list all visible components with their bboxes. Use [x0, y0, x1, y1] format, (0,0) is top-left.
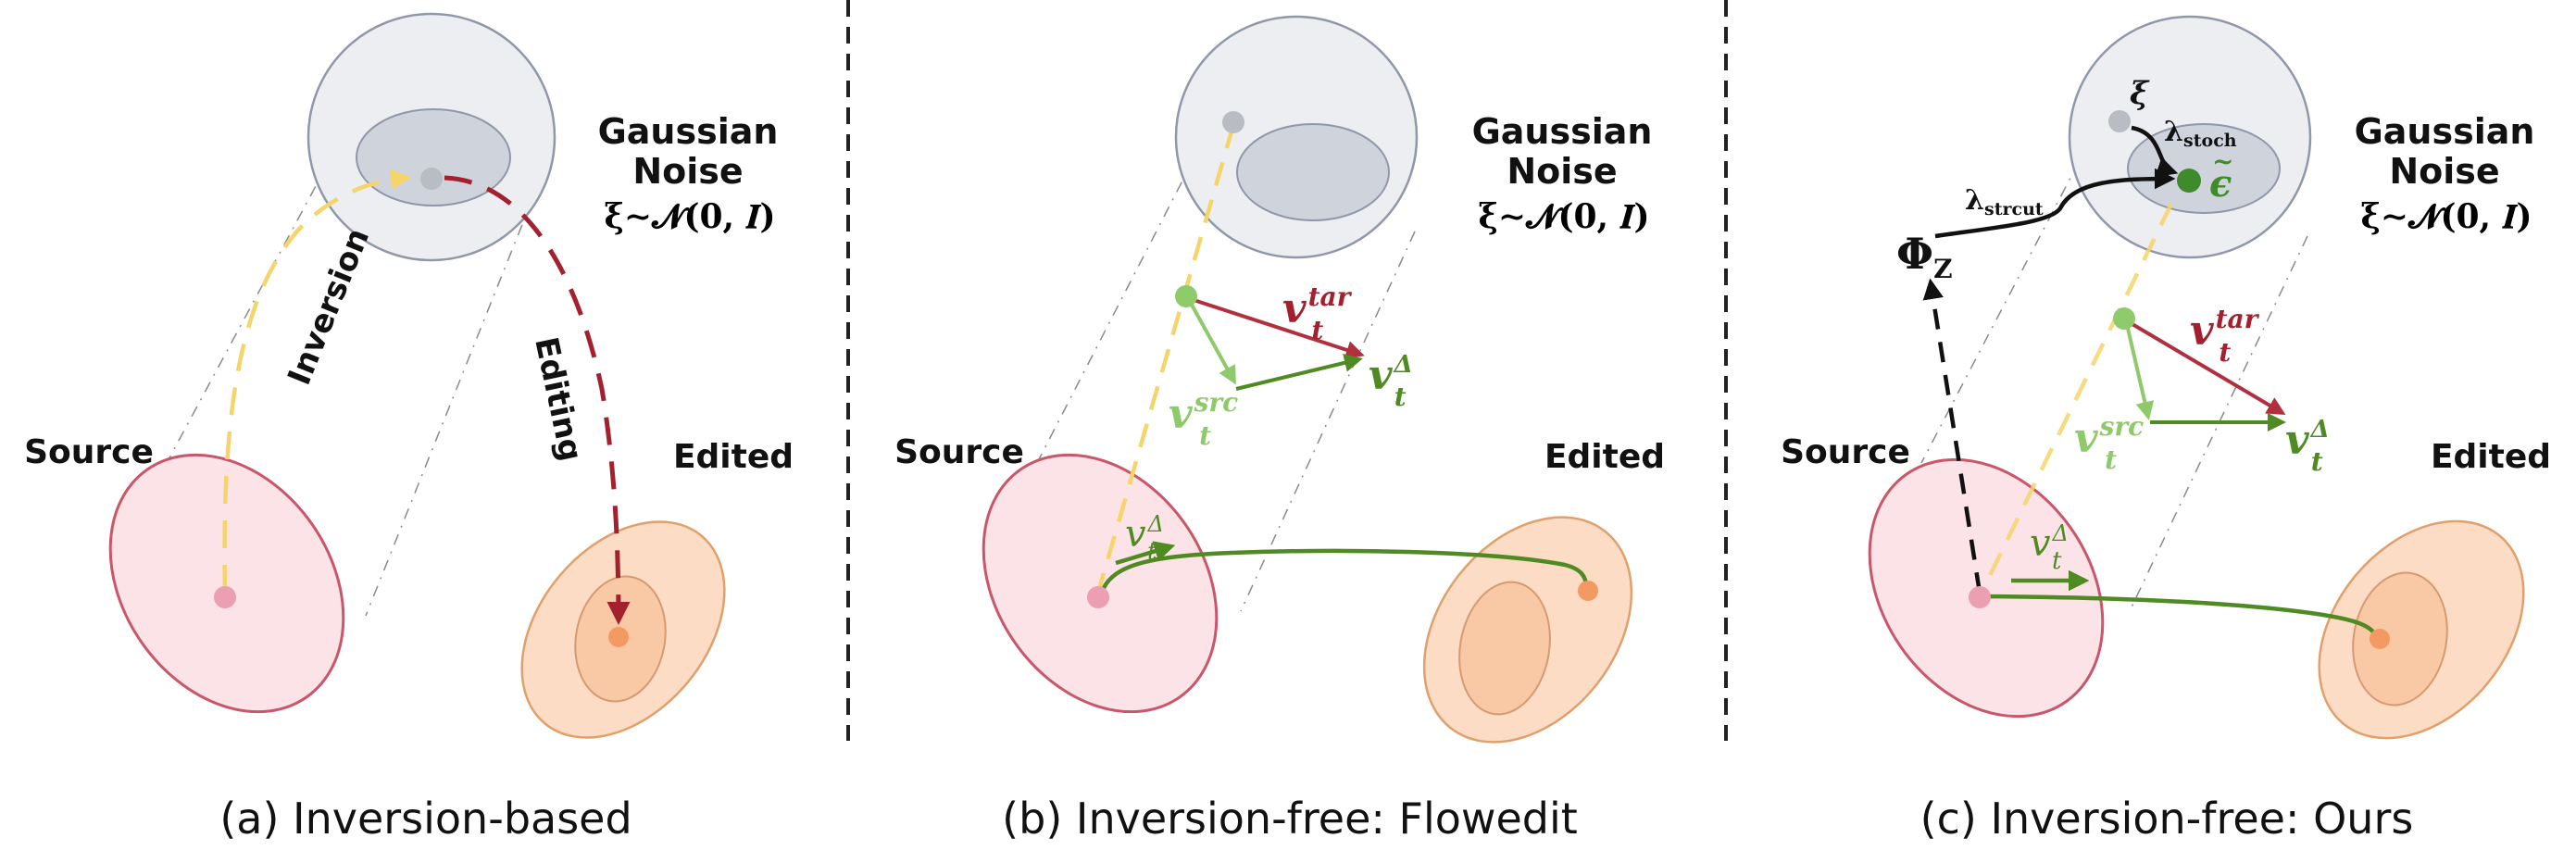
structure-extraction-path — [1922, 278, 1982, 594]
panel-c-caption: (c) Inversion-free: Ours — [1920, 794, 2414, 844]
inversion-path — [222, 169, 412, 594]
v-delta-arrow — [1235, 354, 1363, 391]
inversion-free-path — [1095, 124, 1236, 594]
editing-label: Editing — [527, 334, 589, 465]
noise-formula: ξ∼𝓝(0, 𝑰) — [2360, 197, 2532, 236]
inversion-label: Inversion — [281, 223, 377, 390]
source-label: Source — [1781, 433, 1910, 471]
epsilon-point — [2177, 169, 2201, 193]
edited-inner-ellipse — [1458, 581, 1551, 716]
panel-a: Inversion Editing Gaussian Noise ξ∼𝓝(0, … — [24, 12, 794, 844]
xi-label: ξ — [2130, 75, 2150, 112]
epsilon-tilde-mark: ~ — [2212, 146, 2233, 177]
source-point — [214, 586, 236, 608]
noise-inner-ellipse — [1236, 123, 1390, 221]
xi-point — [2108, 110, 2131, 132]
v-tar-arrow — [2124, 319, 2286, 416]
epsilon-tilde-label: ϵ — [2209, 162, 2232, 206]
panel-a-caption: (a) Inversion-based — [219, 794, 631, 844]
edited-point — [2370, 629, 2390, 649]
noise-formula: ξ∼𝓝(0, 𝑰) — [1478, 197, 1649, 236]
noise-point — [1222, 111, 1244, 133]
v-src-arrow — [2124, 319, 2155, 420]
transport-path — [1099, 548, 1589, 594]
inversion-free-path — [1979, 203, 2174, 594]
intermediate-point — [2113, 307, 2135, 330]
edited-label: Edited — [673, 438, 794, 476]
source-ellipse — [1868, 457, 2105, 719]
noise-inner-ellipse — [2127, 123, 2281, 214]
noise-formula: ξ∼𝓝(0, 𝑰) — [604, 197, 775, 236]
editing-path — [444, 175, 631, 625]
source-label: Source — [24, 433, 154, 471]
noise-label: Noise — [2389, 151, 2499, 192]
noise-label: Noise — [1507, 151, 1617, 192]
v-src-arrow — [1186, 297, 1236, 385]
phi-z-label: ΦZ — [1896, 229, 1953, 284]
lambda-struct-path — [1934, 168, 2176, 239]
edited-point — [608, 627, 629, 647]
gaussian-label: Gaussian — [2355, 111, 2535, 152]
guide-line — [365, 198, 533, 617]
transport-path — [1985, 594, 2379, 639]
lambda-struct-label: λstrcut — [1965, 184, 2044, 219]
edited-label: Edited — [2431, 438, 2551, 476]
guide-line — [1036, 156, 1195, 464]
source-label: Source — [894, 433, 1024, 471]
edited-point — [1578, 581, 1598, 601]
noise-label: Noise — [632, 151, 743, 192]
intermediate-point — [1175, 285, 1197, 307]
lambda-stoch-path — [2131, 125, 2179, 177]
v-tar-arrow — [1187, 296, 1365, 359]
gaussian-label: Gaussian — [598, 111, 779, 152]
source-point — [1087, 586, 1109, 608]
edited-label: Edited — [1544, 438, 1665, 476]
lambda-stoch-label: λstoch — [2164, 116, 2237, 151]
gaussian-label: Gaussian — [1472, 111, 1653, 152]
guide-line — [166, 161, 330, 464]
edited-inner-ellipse — [2352, 571, 2448, 707]
panel-b-caption: (b) Inversion-free: Flowedit — [1002, 794, 1578, 844]
source-point — [1969, 586, 1991, 608]
noise-point — [420, 168, 443, 190]
v-delta-small-arrow — [1115, 541, 1176, 566]
